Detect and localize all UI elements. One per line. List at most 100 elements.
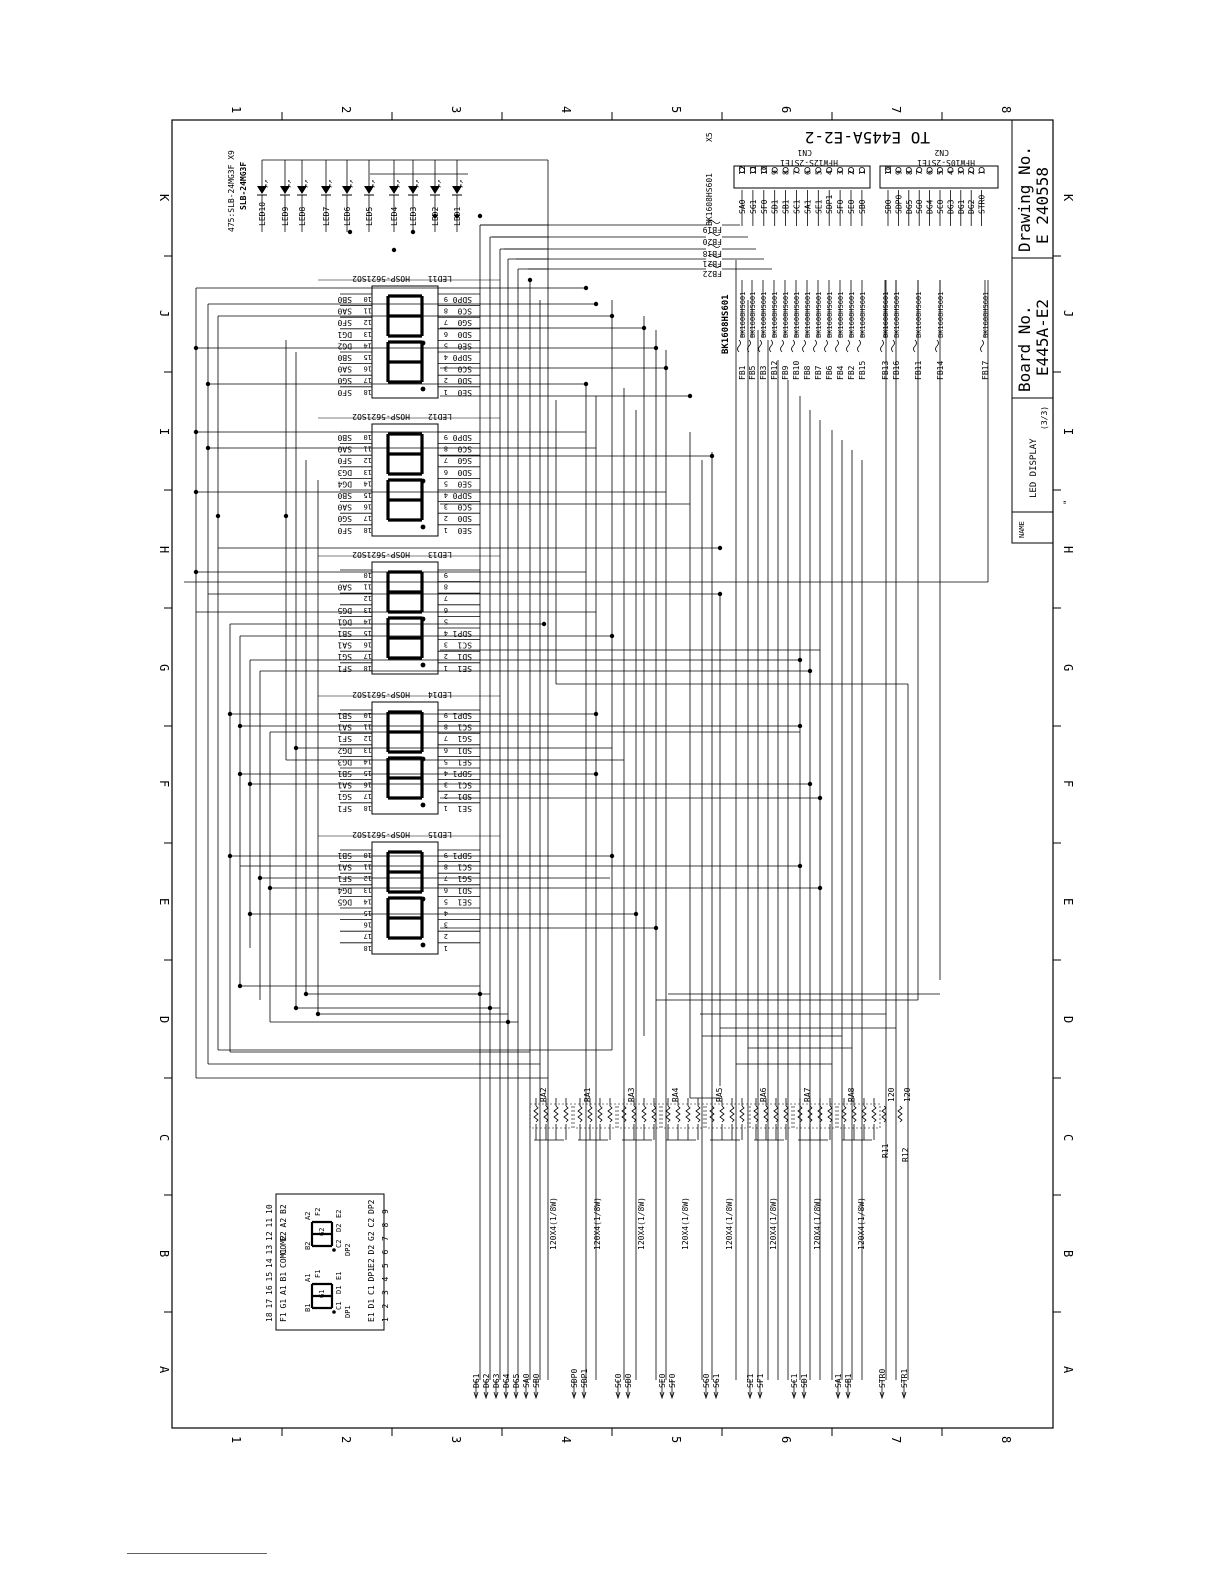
display-pin-number: 16 — [364, 365, 372, 373]
junction-dot — [797, 723, 803, 729]
junction-dot — [641, 325, 647, 331]
display-pin-signal: SD0 — [457, 330, 472, 339]
connector-pin — [771, 166, 778, 173]
pinout-segment-label: C2 — [335, 1240, 343, 1248]
junction-dot — [709, 453, 715, 459]
junction-dot — [583, 285, 589, 291]
led-emission-arrows: ↗↗ — [435, 180, 443, 188]
ferrite-symbol — [980, 339, 984, 353]
display-pin-signal: SC1 — [457, 781, 472, 790]
junction-dot — [717, 545, 723, 551]
ferrite-label: FB6 — [825, 365, 834, 380]
led-part-bold: SLB-24MG3F — [239, 162, 248, 210]
ferrite-symbol — [913, 339, 917, 353]
junction-dot — [283, 513, 289, 519]
display-pin-number: 17 — [364, 792, 372, 800]
display-pin-signal: DG5 — [337, 897, 352, 906]
display-pin-signal: SDP0 — [453, 491, 472, 500]
connector-pin-number: 6 — [926, 170, 935, 175]
ferrite-symbol — [758, 339, 762, 353]
junction-dot — [193, 569, 199, 575]
junction-dot — [303, 991, 309, 997]
display-pin-number-right: 2 — [444, 652, 448, 660]
ferrite-symbol — [935, 339, 939, 353]
display-pin-number: 11 — [364, 307, 372, 315]
resistor-symbol — [533, 1105, 539, 1123]
connector-pin-signal: DG4 — [926, 199, 935, 214]
display-pin-number: 13 — [364, 606, 372, 614]
connector-pin-number: 1 — [858, 170, 867, 175]
ferrite-symbol — [846, 339, 850, 353]
display-ref: LED12 — [428, 412, 452, 421]
grid-row-label-left: E — [157, 898, 171, 905]
digit-decimal-point — [420, 662, 426, 668]
junction-dot — [347, 229, 353, 235]
ferrite-label: FB12 — [770, 361, 779, 380]
display-pin-number-right: 3 — [444, 921, 448, 929]
junction-dot — [315, 1011, 321, 1017]
ferrite-beads: FB19FB20FB18FB21FB22BK1608HS601X5FB1BK16… — [480, 132, 990, 380]
grid-column-label-top: 5 — [669, 106, 683, 113]
resistor-symbol — [753, 1105, 759, 1123]
display-pin-signal: DG5 — [337, 606, 352, 615]
resistor-array-ref: RA6 — [759, 1087, 768, 1102]
led-ref: LED8 — [298, 207, 307, 226]
display-pin-signal: SDP1 — [453, 769, 472, 778]
grid-column-label-bottom: 2 — [339, 1436, 353, 1443]
grid-column-label-bottom: 8 — [999, 1436, 1013, 1443]
pinout-segment-label: G2 — [318, 1228, 326, 1236]
junction-dot — [293, 1005, 299, 1011]
grid-row-label-right: G — [1061, 664, 1075, 671]
grid-row-label-left: G — [157, 664, 171, 671]
display-pin-signal: SG1 — [337, 792, 352, 801]
display-pin-number: 10 — [364, 851, 372, 859]
ferrite-bold-label: BK1608HS601 — [721, 294, 731, 354]
grid-row-label-right: B — [1061, 1250, 1075, 1257]
connector-pin-number: 7 — [793, 170, 802, 175]
pinout-segment-label: D2 — [335, 1224, 343, 1232]
footer-link-line — [127, 1553, 267, 1554]
bottom-signal: DG4 — [502, 1373, 511, 1400]
connector-pin-signal: SF0 — [760, 199, 769, 214]
connector-pin — [858, 166, 865, 173]
connector-pin — [916, 166, 923, 173]
ferrite-symbol — [880, 339, 884, 353]
pinout-segment-label: E1 — [335, 1272, 343, 1280]
display-pin-signal: SA0 — [337, 583, 352, 592]
ferrite-part: BK1608HS601 — [815, 292, 823, 338]
bottom-signal: SG1 — [712, 1373, 721, 1400]
resistor-symbol — [763, 1105, 769, 1123]
digit-decimal-point — [420, 386, 426, 392]
junction-dot — [205, 445, 211, 451]
resistor-symbol — [577, 1105, 583, 1123]
pinout-signal: B2 — [279, 1204, 288, 1214]
led-ref: LED5 — [365, 207, 374, 226]
display-pin-number-right: 2 — [444, 932, 448, 940]
junction-dot — [454, 213, 460, 219]
junction-dot — [807, 668, 813, 674]
pinout-signal: COM2 — [279, 1235, 288, 1254]
bottom-signal-label: DG2 — [482, 1373, 491, 1388]
pinout-signal: E1 — [367, 1312, 376, 1322]
ferrite-part: BK1608HS601 — [760, 292, 768, 338]
pinout-signal: E2 — [367, 1258, 376, 1268]
pinout-segment-label: F1 — [314, 1270, 322, 1278]
connector-pin — [782, 166, 789, 173]
resistor-symbol — [675, 1105, 681, 1123]
ferrite-symbol — [707, 232, 721, 236]
display-pin-number-right: 9 — [444, 295, 448, 303]
connector-pin — [793, 166, 800, 173]
ferrite-label: FB5 — [748, 365, 757, 380]
connector-pin — [905, 166, 912, 173]
indicator-led-led7: ↗↗LED7 — [321, 160, 334, 232]
connector-pin — [895, 166, 902, 173]
grid-ticks — [164, 112, 1061, 1436]
junction-dot — [227, 853, 233, 859]
junction-dot — [215, 513, 221, 519]
pinout-number: 13 — [265, 1245, 274, 1255]
